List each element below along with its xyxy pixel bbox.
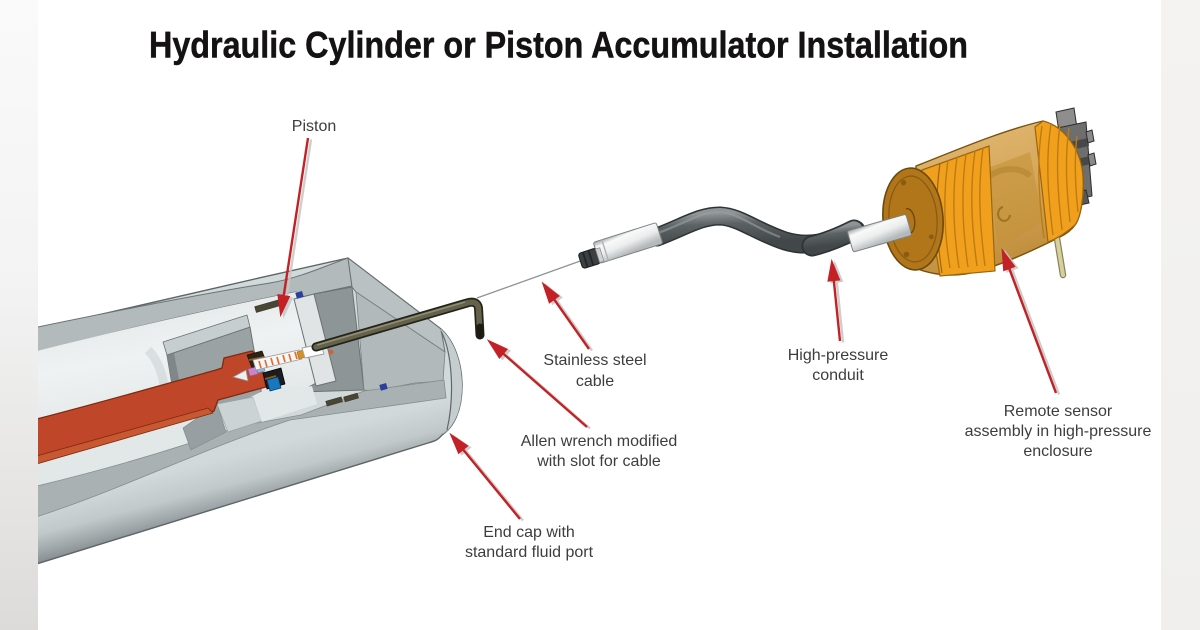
svg-text:Piston: Piston	[292, 118, 336, 135]
svg-text:Allen wrench modified: Allen wrench modified	[521, 433, 678, 450]
svg-text:with slot for cable: with slot for cable	[536, 453, 661, 470]
svg-text:assembly in high-pressure: assembly in high-pressure	[965, 423, 1152, 440]
svg-text:High-pressure: High-pressure	[788, 347, 889, 364]
svg-text:Hydraulic Cylinder or Piston A: Hydraulic Cylinder or Piston Accumulator…	[149, 25, 968, 66]
svg-text:standard fluid port: standard fluid port	[465, 544, 594, 561]
svg-text:Remote sensor: Remote sensor	[1004, 403, 1113, 420]
svg-text:enclosure: enclosure	[1023, 443, 1092, 460]
svg-text:Stainless steel: Stainless steel	[543, 352, 646, 369]
svg-text:End cap with: End cap with	[483, 524, 575, 541]
svg-text:conduit: conduit	[812, 367, 864, 384]
svg-text:cable: cable	[576, 373, 614, 390]
